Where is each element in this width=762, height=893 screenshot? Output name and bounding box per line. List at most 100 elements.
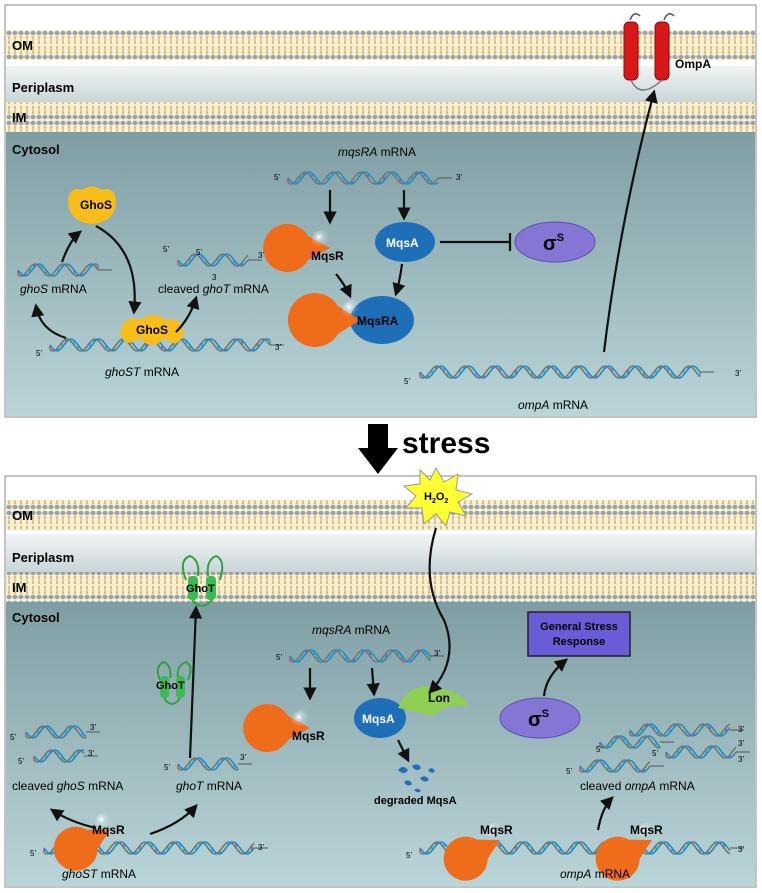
ghoS-protein-label: GhoS xyxy=(80,198,112,212)
top-ghoS-mrna xyxy=(17,263,112,277)
mqsR-ghoST-bound: MqsR xyxy=(53,813,125,871)
top-outer-membrane xyxy=(6,30,755,60)
bottom-cleaved-ghoS-label: cleaved ghoS mRNA xyxy=(12,779,123,793)
five-prime-label: 5’ xyxy=(566,767,572,776)
top-ghoST-mrna-label: ghoST mRNA xyxy=(105,365,179,379)
bottom-periplasm xyxy=(6,534,755,572)
top-mqsRA-mrna-label: mqsRA mRNA xyxy=(338,145,416,159)
bottom-ghoT-mrna-label: ghoT mRNA xyxy=(176,779,242,793)
five-prime-label: 5’ xyxy=(596,745,602,754)
bottom-cytosol-label: Cytosol xyxy=(12,610,60,625)
mrna-backbone xyxy=(33,749,85,763)
three-prime-label: 3’ xyxy=(738,755,744,764)
mrna-backbone xyxy=(599,735,661,749)
top-cytosol-label: Cytosol xyxy=(12,142,60,157)
general-stress-line1: General Stress xyxy=(540,621,618,633)
bottom-cleaved-ompA-mrna-4 xyxy=(579,759,664,773)
bottom-mqsRA-mrna xyxy=(289,649,444,663)
mrna-backbone xyxy=(25,725,87,739)
three-prime-label: 3’ xyxy=(240,753,246,762)
mqsR-label: MqsR xyxy=(311,249,344,263)
bottom-cleaved-ghoS-mrna-2 xyxy=(33,749,98,763)
sigma-s-label: σS xyxy=(543,232,564,255)
mrna-backbone xyxy=(289,649,431,663)
mrna-backbone xyxy=(579,759,651,773)
five-prime-label: 5’ xyxy=(18,757,24,766)
mrna-backbone xyxy=(665,745,737,759)
mrna-backbone xyxy=(579,759,651,773)
five-prime-label: 5’ xyxy=(164,763,170,772)
top-cleaved-ghoT-mrna xyxy=(177,253,262,267)
mrna-backbone xyxy=(665,745,737,759)
five-prime-label: 5’ xyxy=(276,653,282,662)
degraded-mqsA-label: degraded MqsA xyxy=(374,795,457,807)
bottom-periplasm-label: Periplasm xyxy=(12,550,74,565)
top-inner-membrane xyxy=(6,102,755,132)
stress-arrow-icon xyxy=(358,424,398,474)
five-prime-label: 5’ xyxy=(404,377,410,386)
mqsA-label: MqsA xyxy=(386,236,419,250)
mqsRA-label: MqsRA xyxy=(357,314,399,328)
h2o2-label: H2O2 xyxy=(424,491,448,505)
three-prime-label: 3’ xyxy=(738,725,744,734)
bottom-cleaved-ompA-label: cleaved ompA mRNA xyxy=(580,779,695,793)
bottom-im-label: IM xyxy=(12,580,26,595)
mqsA-protein: MqsA xyxy=(375,222,435,262)
five-prime-label: 5’ xyxy=(196,248,202,257)
three-prime-label: 3’ xyxy=(90,723,96,732)
mqsR-ompA-label-1: MqsR xyxy=(480,823,513,837)
top-arrows xyxy=(31,89,658,353)
three-prime-label: 3 xyxy=(212,273,217,282)
mqsR-ompA-label-2: MqsR xyxy=(630,823,663,837)
mqsA-bottom-label: MqsA xyxy=(362,712,395,726)
ghoS-protein: GhoS xyxy=(68,186,116,224)
top-ghoS-mrna-label: ghoS mRNA xyxy=(20,282,87,296)
mqsR-ompA-bound-1: MqsR xyxy=(443,823,513,881)
top-ghoST-mrna xyxy=(49,338,284,352)
ghoT-membrane-label: GhoT xyxy=(186,583,215,595)
mqsR-free-label: MqsR xyxy=(292,729,325,743)
mqsR-protein: MqsR xyxy=(263,224,344,272)
bottom-ghoST-mrna-label: ghoST mRNA xyxy=(62,867,136,881)
general-stress-line2: Response xyxy=(553,636,606,648)
three-prime-label: 3’ xyxy=(434,649,440,658)
three-prime-label: 3’ xyxy=(738,739,744,748)
mrna-backbone xyxy=(25,725,87,739)
three-prime-label: 3’ xyxy=(456,173,462,182)
mqsA-lon-complex: MqsA Lon xyxy=(354,686,468,738)
mrna-backbone xyxy=(599,735,661,749)
mrna-backbone xyxy=(629,723,731,737)
h2o2-burst-icon: H2O2 xyxy=(402,466,474,528)
ghoS-bound-protein: GhoS xyxy=(120,315,184,345)
bottom-cleaved-ompA-mrna-1 xyxy=(629,723,744,737)
stress-label: stress xyxy=(402,427,490,460)
ghoT-cytosol-protein: GhoT xyxy=(156,660,192,705)
five-prime-label: 5’ xyxy=(274,173,280,182)
sigma-s-bottom-label: σS xyxy=(528,708,549,731)
five-prime-label: 5’ xyxy=(163,245,169,254)
ghoT-membrane-protein: GhoT xyxy=(181,554,224,607)
sigma-s-bottom-protein: σS xyxy=(499,697,581,739)
mrna-backbone xyxy=(49,338,271,352)
top-om-label: OM xyxy=(12,38,33,53)
bottom-inner-membrane xyxy=(6,572,755,602)
ghoS-bound-label: GhoS xyxy=(136,323,168,337)
top-mqsRA-mrna xyxy=(287,171,452,185)
top-ompA-mrna-label: ompA mRNA xyxy=(518,398,588,412)
sigma-s-protein: σS xyxy=(514,221,596,263)
top-ompA-mrna xyxy=(419,365,714,379)
top-cleaved-ghoT-label: cleaved ghoT mRNA xyxy=(158,282,269,296)
top-periplasm xyxy=(6,66,755,102)
bottom-om-label: OM xyxy=(12,508,33,523)
ghoT-cytosol-label: GhoT xyxy=(156,680,185,692)
ompA-label: OmpA xyxy=(675,57,711,71)
stress-transition: stress xyxy=(358,424,490,474)
mqsR-ompA-bound-2: MqsR xyxy=(595,823,663,881)
general-stress-response-box: General Stress Response xyxy=(527,611,631,657)
mqsR-ghoST-label: MqsR xyxy=(92,823,125,837)
five-prime-label: 5’ xyxy=(406,851,412,860)
mrna-backbone xyxy=(17,263,99,277)
mrna-backbone xyxy=(629,723,731,737)
mrna-backbone xyxy=(49,338,271,352)
